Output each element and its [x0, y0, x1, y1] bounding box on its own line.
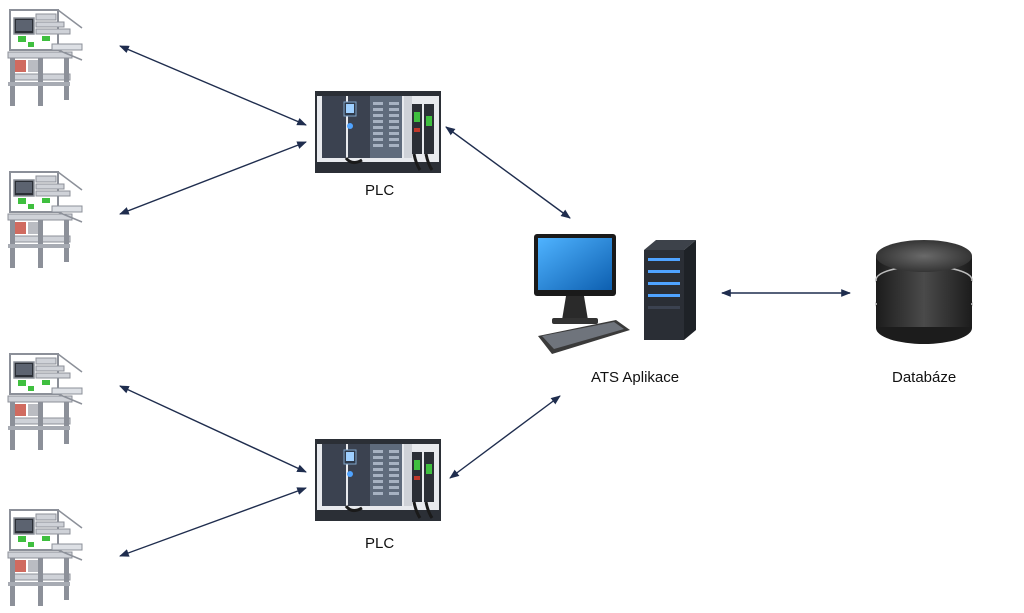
test-station-icon — [7, 353, 83, 451]
plc-rack-icon — [314, 90, 442, 174]
database-label: Databáze — [892, 369, 957, 386]
arrow-machine4-plc2 — [119, 487, 307, 557]
test-station-icon — [7, 171, 83, 269]
ats-app-label: ATS Aplikace — [591, 369, 680, 386]
arrow-machine3-plc2 — [119, 385, 307, 473]
desktop-computer-icon — [534, 234, 630, 354]
database-icon — [875, 240, 973, 344]
plc-label-top: PLC — [365, 182, 395, 199]
test-station-icon — [7, 509, 83, 607]
plc-label-bottom: PLC — [365, 535, 395, 552]
connection-arrows — [119, 45, 851, 557]
test-station-icon — [7, 9, 83, 107]
arrow-plc1-app — [445, 126, 571, 219]
arrow-plc2-app — [449, 395, 561, 479]
server-tower-icon — [644, 240, 696, 340]
arrow-machine1-plc1 — [119, 45, 307, 126]
plc-rack-icon — [314, 438, 442, 522]
arrow-machine2-plc1 — [119, 141, 307, 215]
